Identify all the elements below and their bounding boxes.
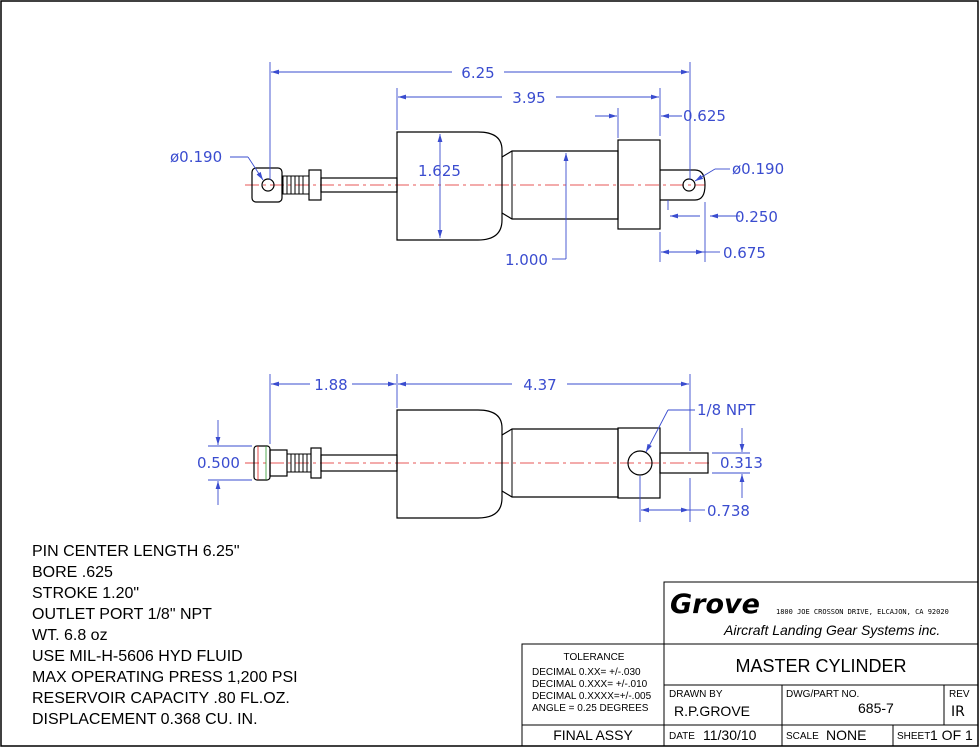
spec-line: STROKE 1.20" — [32, 585, 139, 602]
top-body — [396, 131, 503, 241]
spec-line: WT. 6.8 oz — [32, 627, 108, 644]
title-block — [521, 581, 979, 747]
assembly-label: FINAL ASSY — [553, 727, 633, 743]
drawn-by-label: DRAWN BY — [669, 689, 723, 700]
dim-rod-length: 0.675 — [723, 244, 766, 262]
dim-cap-width: 0.625 — [683, 107, 726, 125]
date-value: 11/30/10 — [703, 727, 757, 743]
top-end-cap — [617, 139, 661, 230]
part-no-value: 685-7 — [858, 700, 894, 716]
dim-port-offset: 0.738 — [707, 502, 750, 520]
part-no-label: DWG/PART NO. — [786, 689, 859, 700]
dim-body-length: 3.95 — [512, 89, 545, 107]
tolerance-line: DECIMAL 0.XX= +/-.030 — [532, 667, 641, 678]
company-address: 1800 JOE CROSSON DRIVE, ELCAJON, CA 9202… — [776, 608, 949, 616]
dim-left-pin-dia: ø0.190 — [170, 148, 222, 166]
dim-pin-center-length: 6.25 — [461, 64, 494, 82]
drawn-by-value: R.P.GROVE — [674, 703, 750, 719]
spec-notes: PIN CENTER LENGTH 6.25" BORE .625 STROKE… — [32, 543, 298, 728]
side-body — [396, 409, 503, 519]
top-view: 6.25 3.95 0.625 ø0.190 1.625 ø0.190 1.00… — [170, 62, 784, 269]
company-logo: Grove — [670, 589, 760, 620]
dim-right-pin-dia: ø0.190 — [732, 160, 784, 178]
spec-line: BORE .625 — [32, 564, 113, 581]
scale-label: SCALE — [786, 731, 819, 742]
dim-body-to-pin: 4.37 — [523, 376, 556, 394]
tolerance-line: DECIMAL 0.XXX= +/-.010 — [532, 679, 648, 690]
dim-rod-width: 0.250 — [735, 208, 778, 226]
spec-line: PIN CENTER LENGTH 6.25" — [32, 543, 240, 560]
dim-outlet-port: 1/8 NPT — [697, 401, 756, 419]
dim-clevis-width: 0.500 — [197, 454, 240, 472]
side-outlet-port — [627, 450, 653, 476]
spec-line: DISPLACEMENT 0.368 CU. IN. — [32, 711, 258, 728]
rev-value: IR — [951, 704, 965, 720]
top-right-clevis — [660, 169, 706, 201]
date-label: DATE — [669, 731, 695, 742]
scale-value: NONE — [826, 727, 866, 743]
dim-rod-offset: 1.88 — [314, 376, 347, 394]
side-rod-end — [659, 452, 709, 474]
spec-line: MAX OPERATING PRESS 1,200 PSI — [32, 669, 298, 686]
rev-label: REV — [949, 689, 970, 700]
dim-body-dia: 1.625 — [418, 162, 461, 180]
sheet-value: 1 OF 1 — [930, 727, 973, 743]
top-left-clevis — [251, 167, 283, 203]
top-left-pin-hole — [261, 178, 275, 192]
dim-rod-dia: 0.313 — [720, 454, 763, 472]
tolerance-line: ANGLE = 0.25 DEGREES — [532, 703, 649, 714]
spec-line: OUTLET PORT 1/8" NPT — [32, 606, 212, 623]
drawing-title: MASTER CYLINDER — [735, 656, 906, 676]
dim-tube-dia: 1.000 — [505, 251, 548, 269]
side-view: 1.88 4.37 1/8 NPT 0.500 0.313 0.738 — [197, 374, 763, 522]
sheet-label: SHEET — [897, 731, 930, 742]
spec-line: RESERVOIR CAPACITY .80 FL.OZ. — [32, 690, 290, 707]
top-right-pin-hole — [682, 178, 696, 192]
tolerance-line: DECIMAL 0.XXXX=+/-.005 — [532, 691, 652, 702]
company-subtitle: Aircraft Landing Gear Systems inc. — [723, 622, 940, 638]
tolerance-title: TOLERANCE — [564, 652, 625, 663]
side-threads — [286, 453, 312, 473]
spec-line: USE MIL-H-5606 HYD FLUID — [32, 648, 243, 665]
